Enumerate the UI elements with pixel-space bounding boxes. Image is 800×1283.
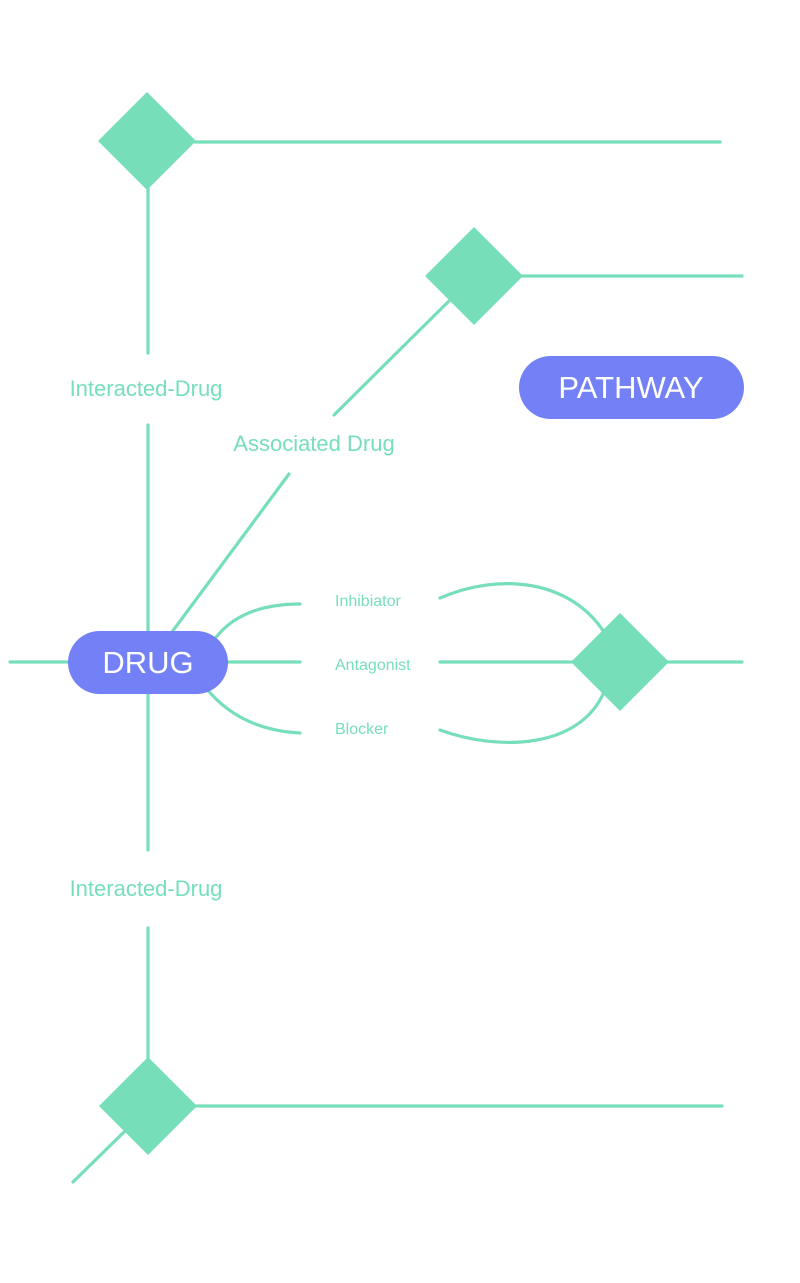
drug-node-pill: [68, 631, 228, 694]
edge-drug-to-associated-lower: [170, 472, 291, 634]
relation-diamond-top: [98, 92, 196, 190]
relation-diamond-middle: [571, 613, 669, 711]
label-associated-drug: Associated Drug: [233, 431, 394, 456]
drug-node[interactable]: DRUG: [68, 631, 228, 694]
edge-inhibitor-to-diamond-arc: [438, 582, 606, 634]
label-interacted-drug-top: Interacted-Drug: [70, 376, 223, 401]
edge-drug-to-associated-upper: [332, 296, 454, 417]
edge-bottom-diamond-tail: [71, 1130, 126, 1184]
label-interacted-drug-bottom: Interacted-Drug: [70, 876, 223, 901]
pathway-node-pill: [519, 356, 744, 419]
drug-node-label: DRUG: [102, 645, 193, 680]
relation-diamond-bottom: [99, 1057, 197, 1155]
label-antagonist: Antagonist: [335, 657, 411, 674]
pathway-node-label: PATHWAY: [558, 370, 703, 405]
edge-drug-to-inhibitor-arc: [212, 602, 302, 642]
relation-diamond-associated: [425, 227, 523, 325]
edge-blocker-to-diamond-arc: [438, 690, 606, 744]
label-inhibitor: Inhibiator: [335, 593, 401, 610]
pathway-node[interactable]: PATHWAY: [519, 356, 744, 419]
label-blocker: Blocker: [335, 721, 389, 738]
edge-drug-to-blocker-arc: [204, 686, 302, 735]
